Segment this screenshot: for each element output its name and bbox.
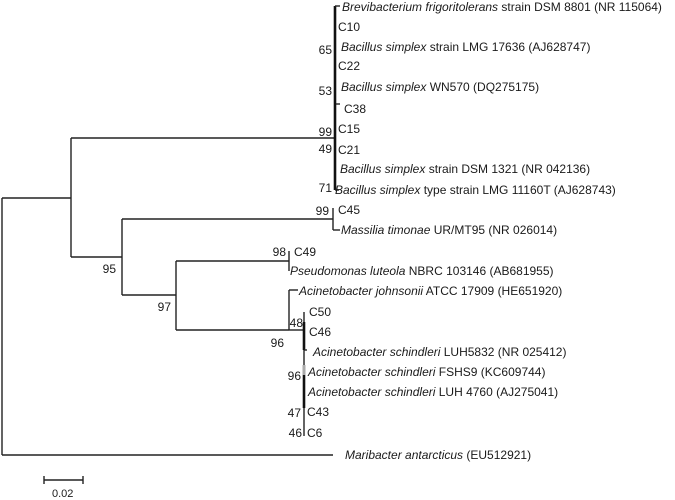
bootstrap-value: 95 bbox=[103, 262, 117, 276]
taxon-label: C15 bbox=[338, 122, 360, 136]
taxon-label: Bacillus simplex strain DSM 1321 (NR 042… bbox=[340, 162, 590, 176]
taxon-label: Pseudomonas luteola NBRC 103146 (AB68195… bbox=[290, 264, 554, 278]
bootstrap-value: 49 bbox=[319, 142, 333, 156]
taxon-label: C50 bbox=[309, 305, 331, 319]
bootstrap-value: 46 bbox=[289, 426, 303, 440]
taxon-label: Brevibacterium frigoritolerans strain DS… bbox=[342, 0, 662, 14]
taxon-label: Acinetobacter johnsonii ATCC 17909 (HE65… bbox=[298, 284, 562, 298]
bootstrap-value: 96 bbox=[288, 369, 302, 383]
bootstrap-value: 71 bbox=[319, 181, 333, 195]
scale-bar: 0.02 bbox=[43, 476, 84, 500]
bootstrap-value: 48 bbox=[290, 316, 304, 330]
bootstrap-value: 99 bbox=[316, 204, 330, 218]
taxon-label: Maribacter antarcticus (EU512921) bbox=[345, 448, 531, 462]
taxon-label: Acinetobacter schindleri FSHS9 (KC609744… bbox=[307, 365, 545, 379]
taxon-label: Acinetobacter schindleri LUH 4760 (AJ275… bbox=[307, 385, 558, 399]
bootstrap-value: 96 bbox=[271, 336, 285, 350]
taxon-label: C21 bbox=[338, 143, 360, 157]
bootstrap-value: 97 bbox=[158, 300, 172, 314]
taxon-label: Bacillus simplex strain LMG 17636 (AJ628… bbox=[341, 40, 590, 54]
bootstrap-value: 98 bbox=[273, 245, 287, 259]
scale-bar-label: 0.02 bbox=[52, 488, 73, 500]
bootstrap-value: 99 bbox=[319, 125, 333, 139]
taxon-label: C22 bbox=[338, 59, 360, 73]
taxon-label: C10 bbox=[338, 20, 360, 34]
tree-branches bbox=[1, 5, 340, 456]
taxon-label: Massilia timonae UR/MT95 (NR 026014) bbox=[341, 223, 557, 237]
taxon-label: C45 bbox=[338, 203, 360, 217]
taxon-label: C49 bbox=[294, 245, 316, 259]
bootstrap-values: 65 53 99 49 71 99 98 95 97 48 96 96 47 4… bbox=[103, 43, 333, 440]
bootstrap-value: 65 bbox=[319, 43, 333, 57]
bootstrap-value: 53 bbox=[319, 84, 333, 98]
taxon-label: C43 bbox=[307, 405, 329, 419]
taxon-label: Acinetobacter schindleri LUH5832 (NR 025… bbox=[312, 345, 566, 359]
bootstrap-value: 47 bbox=[288, 406, 302, 420]
taxa-labels: Brevibacterium frigoritolerans strain DS… bbox=[290, 0, 662, 462]
taxon-label: Bacillus simplex type strain LMG 11160T … bbox=[335, 183, 616, 197]
branch bbox=[302, 365, 306, 375]
taxon-label: C46 bbox=[309, 325, 331, 339]
taxon-label: C6 bbox=[307, 426, 323, 440]
taxon-label: Bacillus simplex WN570 (DQ275175) bbox=[341, 80, 539, 94]
taxon-label: C38 bbox=[344, 102, 366, 116]
